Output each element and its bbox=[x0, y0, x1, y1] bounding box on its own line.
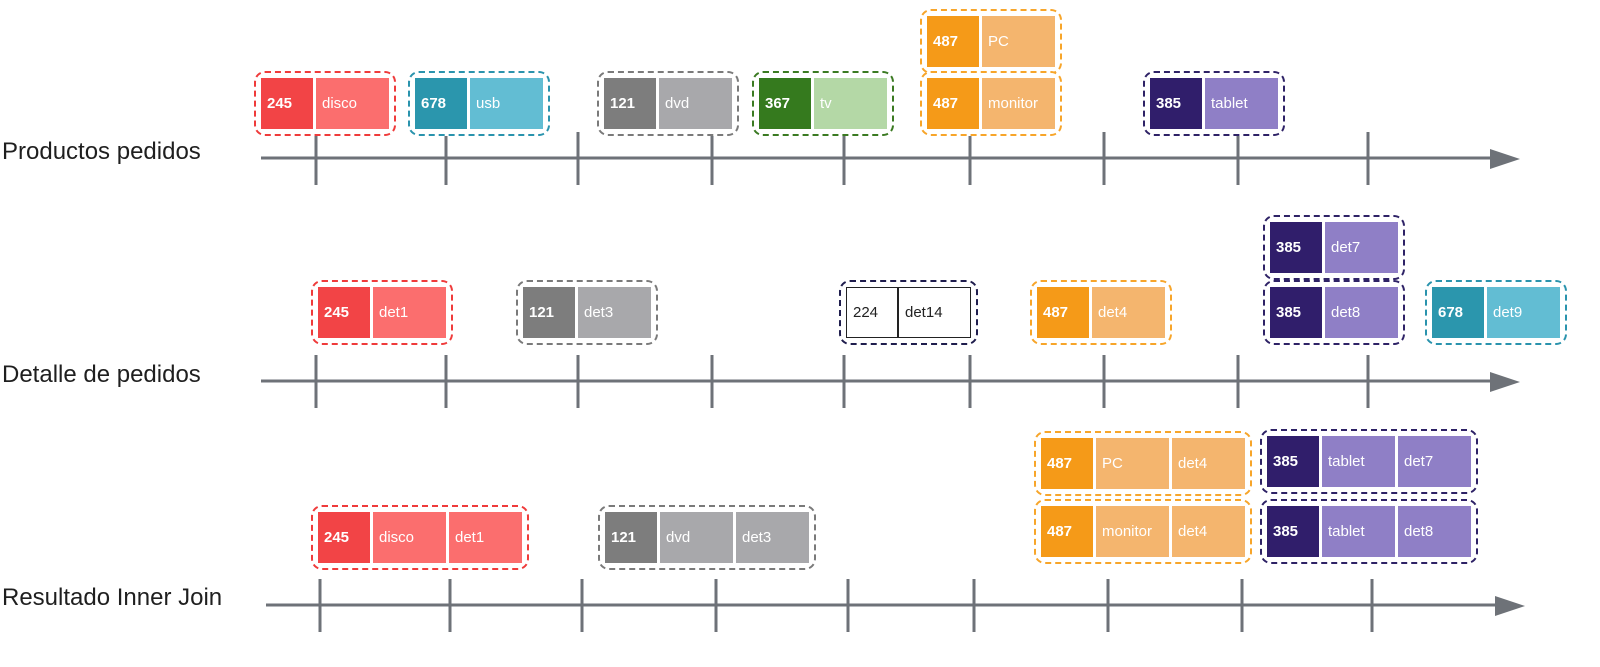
record-card: 678 det9 bbox=[1425, 280, 1567, 345]
record-key: 385 bbox=[1267, 506, 1319, 557]
record-key: 224 bbox=[846, 287, 898, 338]
record-key: 678 bbox=[1432, 287, 1484, 338]
record-value: tablet bbox=[1322, 436, 1395, 487]
record-detail: det4 bbox=[1172, 506, 1245, 557]
record-card: 385 tablet det8 bbox=[1260, 499, 1478, 564]
record-key: 245 bbox=[318, 512, 370, 563]
record-value: tablet bbox=[1205, 78, 1278, 129]
record-key: 121 bbox=[605, 512, 657, 563]
arrowhead-detalle bbox=[1490, 372, 1520, 392]
record-card: 487 monitor bbox=[920, 71, 1062, 136]
record-value: tablet bbox=[1322, 506, 1395, 557]
record-card: 487 monitor det4 bbox=[1034, 499, 1252, 564]
record-value: monitor bbox=[1096, 506, 1169, 557]
record-key: 121 bbox=[523, 287, 575, 338]
record-value: disco bbox=[373, 512, 446, 563]
record-key: 385 bbox=[1270, 287, 1322, 338]
record-key: 367 bbox=[759, 78, 811, 129]
record-detail: det8 bbox=[1398, 506, 1471, 557]
record-detail: det4 bbox=[1172, 438, 1245, 489]
timeline-detalle bbox=[261, 355, 1495, 408]
record-value: det4 bbox=[1092, 287, 1165, 338]
record-card: 385 det7 bbox=[1263, 215, 1405, 280]
timeline-resultado bbox=[266, 579, 1500, 632]
record-value: monitor bbox=[982, 78, 1055, 129]
record-detail: det1 bbox=[449, 512, 522, 563]
record-value: usb bbox=[470, 78, 543, 129]
record-card: 245 disco bbox=[254, 71, 396, 136]
arrowhead-resultado bbox=[1495, 596, 1525, 616]
record-key: 385 bbox=[1270, 222, 1322, 273]
arrowhead-productos bbox=[1490, 149, 1520, 169]
timeline-productos bbox=[261, 132, 1495, 185]
record-key: 487 bbox=[1041, 506, 1093, 557]
record-value: det1 bbox=[373, 287, 446, 338]
record-value: det9 bbox=[1487, 287, 1560, 338]
record-card: 245 det1 bbox=[311, 280, 453, 345]
record-card: 487 det4 bbox=[1030, 280, 1172, 345]
record-value: det14 bbox=[898, 287, 971, 338]
record-key: 245 bbox=[318, 287, 370, 338]
record-card: 385 tablet det7 bbox=[1260, 429, 1478, 494]
record-card: 224 det14 bbox=[839, 280, 978, 345]
record-value: det7 bbox=[1325, 222, 1398, 273]
record-key: 487 bbox=[1041, 438, 1093, 489]
record-card: 367 tv bbox=[752, 71, 894, 136]
record-key: 678 bbox=[415, 78, 467, 129]
record-key: 487 bbox=[1037, 287, 1089, 338]
record-key: 245 bbox=[261, 78, 313, 129]
record-key: 385 bbox=[1267, 436, 1319, 487]
record-card: 121 dvd det3 bbox=[598, 505, 816, 570]
record-card: 245 disco det1 bbox=[311, 505, 529, 570]
record-card: 385 det8 bbox=[1263, 280, 1405, 345]
row-label-productos: Productos pedidos bbox=[2, 138, 201, 165]
record-value: dvd bbox=[659, 78, 732, 129]
record-value: det8 bbox=[1325, 287, 1398, 338]
record-detail: det3 bbox=[736, 512, 809, 563]
record-key: 121 bbox=[604, 78, 656, 129]
record-card: 487 PC det4 bbox=[1034, 431, 1252, 496]
row-label-detalle: Detalle de pedidos bbox=[2, 361, 201, 388]
record-card: 678 usb bbox=[408, 71, 550, 136]
record-value: tv bbox=[814, 78, 887, 129]
record-value: disco bbox=[316, 78, 389, 129]
record-key: 487 bbox=[927, 16, 979, 67]
record-card: 487 PC bbox=[920, 9, 1062, 74]
record-key: 385 bbox=[1150, 78, 1202, 129]
record-value: PC bbox=[1096, 438, 1169, 489]
record-card: 121 dvd bbox=[597, 71, 739, 136]
row-label-resultado: Resultado Inner Join bbox=[2, 584, 223, 611]
record-detail: det7 bbox=[1398, 436, 1471, 487]
record-card: 385 tablet bbox=[1143, 71, 1285, 136]
record-value: det3 bbox=[578, 287, 651, 338]
record-value: PC bbox=[982, 16, 1055, 67]
record-value: dvd bbox=[660, 512, 733, 563]
record-key: 487 bbox=[927, 78, 979, 129]
record-card: 121 det3 bbox=[516, 280, 658, 345]
